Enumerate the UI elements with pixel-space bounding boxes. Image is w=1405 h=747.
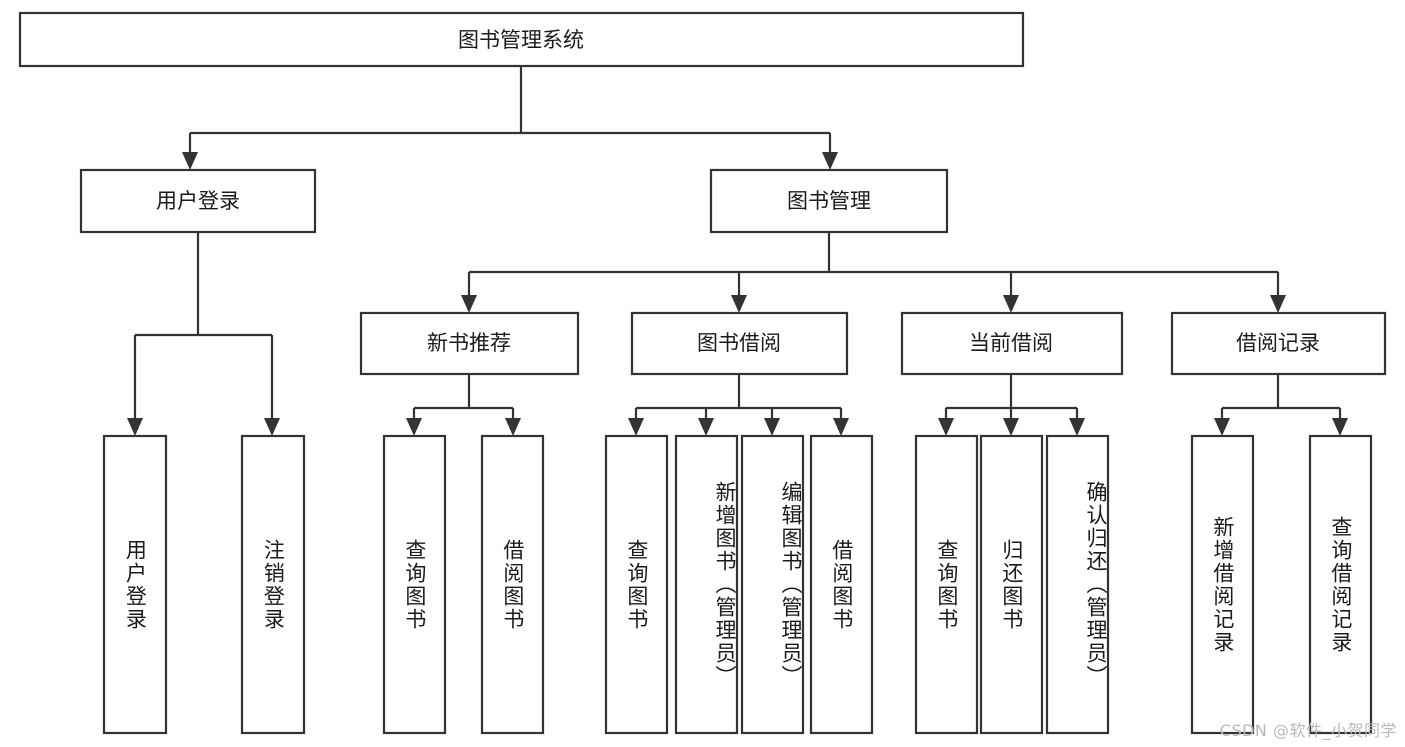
node-current-borrow[interactable]: 当前借阅 (900, 311, 1124, 376)
arrowhead-br-leaf-2 (1332, 418, 1348, 436)
node-book-manage[interactable]: 图书管理 (709, 168, 949, 234)
connector-group-borrow-record (1214, 374, 1348, 436)
arrowhead-leaf-logout (264, 418, 280, 436)
node-borrow-record[interactable]: 借阅记录 (1170, 311, 1387, 376)
arrowhead-nbr-leaf-2 (505, 418, 521, 436)
node-book-borrow-box[interactable] (630, 311, 849, 376)
leaf-box-br-2[interactable] (1308, 434, 1373, 735)
leaf-box-user-login-1[interactable] (102, 434, 168, 735)
node-root-box[interactable] (18, 11, 1025, 68)
node-user-login[interactable]: 用户登录 (79, 168, 317, 234)
leaf-box-user-login-2[interactable] (240, 434, 306, 735)
node-user-login-label: 用户登录 (156, 189, 240, 213)
node-user-login-box[interactable] (79, 168, 317, 234)
connector-group-book-manage (461, 232, 1286, 313)
node-new-book-recommend[interactable]: 新书推荐 (359, 311, 580, 376)
arrowhead-book-borrow (731, 295, 747, 313)
leaf-box-nbr-1[interactable] (382, 434, 447, 735)
node-borrow-record-label: 借阅记录 (1236, 331, 1320, 355)
node-current-borrow-box[interactable] (900, 311, 1124, 376)
node-new-book-recommend-box[interactable] (359, 311, 580, 376)
arrowhead-bb-leaf-3 (764, 418, 780, 436)
leaf-box-cb-2[interactable] (979, 434, 1044, 735)
node-current-borrow-label: 当前借阅 (969, 331, 1053, 355)
node-book-borrow[interactable]: 图书借阅 (630, 311, 849, 376)
arrowhead-cb-leaf-2 (1003, 418, 1019, 436)
watermark-text: CSDN @软件_小贺同学 (1219, 721, 1397, 740)
arrowhead-new-book-recommend (461, 295, 477, 313)
node-root[interactable]: 图书管理系统 (18, 11, 1025, 68)
connector-group-user-login (127, 232, 280, 436)
connector-group-new-book-recommend (406, 374, 521, 436)
node-book-borrow-label: 图书借阅 (697, 331, 781, 355)
connector-group-book-borrow (628, 374, 849, 436)
node-borrow-record-box[interactable] (1170, 311, 1387, 376)
leaf-box-br-1[interactable] (1190, 434, 1255, 735)
connector-group-current-borrow (938, 374, 1085, 436)
leaf-box-nbr-2[interactable] (480, 434, 545, 735)
node-root-label: 图书管理系统 (458, 28, 584, 52)
arrowhead-user-login (182, 152, 198, 170)
arrowhead-current-borrow (1003, 295, 1019, 313)
node-new-book-recommend-label: 新书推荐 (427, 331, 511, 355)
leaf-box-bb-4[interactable] (809, 434, 874, 735)
arrowhead-cb-leaf-3 (1069, 418, 1085, 436)
arrowhead-bb-leaf-2 (698, 418, 714, 436)
connector-group-root (182, 66, 838, 170)
leaf-box-cb-1[interactable] (914, 434, 979, 735)
arrowhead-nbr-leaf-1 (406, 418, 422, 436)
arrowhead-leaf-user-login (127, 418, 143, 436)
leaf-box-bb-3[interactable] (740, 434, 805, 735)
arrowhead-bb-leaf-4 (833, 418, 849, 436)
leaf-box-cb-3[interactable] (1045, 434, 1110, 735)
arrowhead-bb-leaf-1 (628, 418, 644, 436)
arrowhead-br-leaf-1 (1214, 418, 1230, 436)
node-book-manage-label: 图书管理 (787, 189, 871, 213)
leaf-box-bb-1[interactable] (604, 434, 669, 735)
node-book-manage-box[interactable] (709, 168, 949, 234)
arrowhead-book-manage (822, 152, 838, 170)
leaf-box-bb-2[interactable] (674, 434, 739, 735)
leaf-boxes (102, 434, 1373, 735)
arrowhead-cb-leaf-1 (938, 418, 954, 436)
arrowhead-borrow-record (1270, 295, 1286, 313)
